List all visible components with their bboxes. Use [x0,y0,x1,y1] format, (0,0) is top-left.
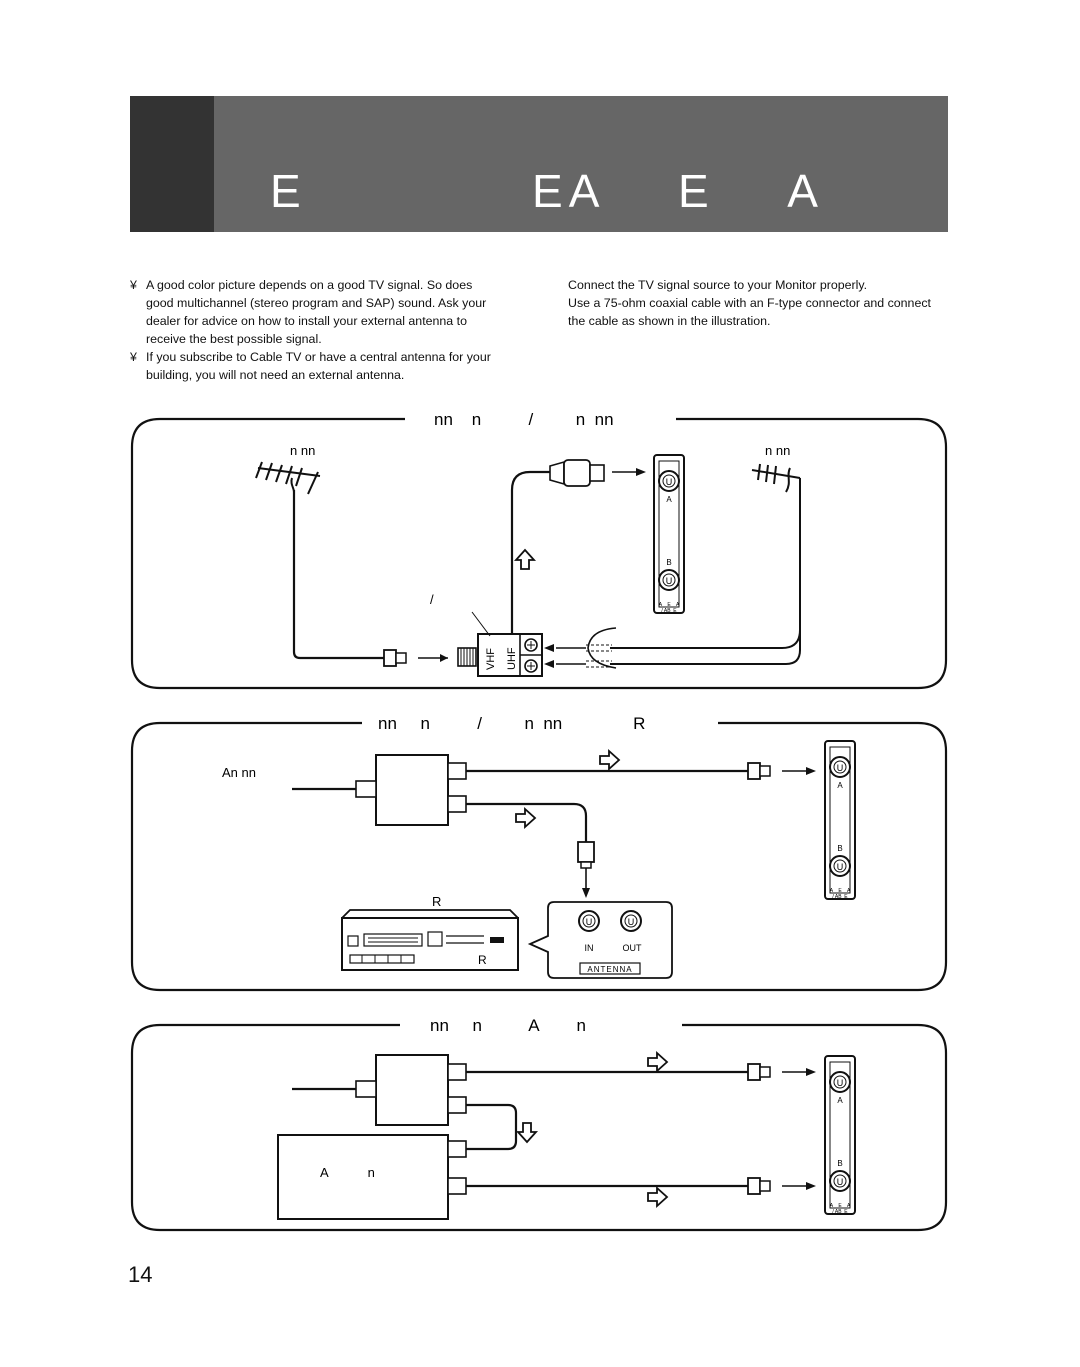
vcr-in-label: IN [585,943,594,953]
panel-antenna-vcr: nn n / n nn R An nn U [130,714,948,992]
terminal-label: B [837,844,842,853]
terminal-label: U [666,477,673,487]
bullet-item: ¥ If you subscribe to Cable TV or have a … [130,348,500,384]
terminal-label: A [837,1096,843,1105]
cable-box-label: A n [320,1165,375,1180]
terminal-label: A [837,781,843,790]
vcr-rear-panel: U U IN OUT ANTENNA [527,901,673,979]
vcr-icon: R [341,909,519,971]
terminal-label: A E A [830,1203,851,1209]
bullet-text: A good color picture depends on a good T… [146,278,487,346]
terminal-label: A E A [830,888,851,894]
vhf-antenna-icon [255,461,321,495]
page-title: E EA E A [270,165,824,217]
banner [214,96,948,232]
f-connector-icon [577,841,595,869]
intro-line: Connect the TV signal source to your Mon… [568,278,868,292]
up-arrow-icon [513,548,537,570]
right-arrow-icon [647,1052,668,1072]
coax-plug-icon [549,459,605,487]
panel-frame [130,417,948,690]
terminal-label: U [837,1078,844,1088]
terminal-label: / AB E [661,608,677,614]
bullet-mark: ¥ [130,278,137,292]
threaded-plug-icon [457,647,477,667]
antenna-terminal: U A B U A E A / AB E [653,454,685,614]
vcr-front-label: R [478,953,487,967]
signal-splitter [355,754,467,826]
page-number: 14 [128,1262,153,1287]
uhf-label: UHF [506,647,518,670]
right-arrow-icon [599,750,620,770]
bullet-list: ¥ A good color picture depends on a good … [130,276,500,384]
panel-title: nn n A n [430,1016,586,1035]
panel-cable-box: nn n A n A n [130,1016,948,1232]
panel-title: nn n / n nn [434,410,614,429]
vhf-uhf-combiner: VHF UHF [477,633,543,677]
terminal-label: U [837,1177,844,1187]
bullet-text: If you subscribe to Cable TV or have a c… [146,350,491,382]
f-connector-icon [747,1063,771,1081]
antenna-label: n nn [765,443,790,458]
terminal-label: U [837,862,844,872]
panel-frame [130,1023,948,1232]
down-arrow-icon [515,1122,539,1144]
cable-box: A n [277,1134,467,1220]
terminal-label: A E A [659,602,680,608]
f-connector-icon [747,762,771,780]
jack-label: U [586,917,593,927]
uhf-antenna-icon [751,463,801,493]
right-arrow-icon [515,808,536,828]
terminal-label: U [837,763,844,773]
terminal-label: B [837,1159,842,1168]
intro-text: Connect the TV signal source to your Mon… [568,276,934,330]
panel-title: nn n / n nn R [378,714,645,733]
terminal-label: U [666,576,673,586]
jack-label: U [628,917,635,927]
antenna-terminal: U A B U A E A / AB E [824,740,856,900]
slash-label: / [430,592,434,607]
terminal-label: / AB E [832,894,848,900]
vhf-label: VHF [485,648,497,670]
vcr-out-label: OUT [623,943,643,953]
terminal-label: A [666,495,672,504]
bullet-item: ¥ A good color picture depends on a good … [130,276,500,348]
f-connector-icon [747,1177,771,1195]
terminal-label: B [666,558,671,567]
bullet-mark: ¥ [130,350,137,364]
signal-splitter [355,1054,467,1126]
banner-accent-block [130,96,214,232]
f-connector-icon [383,649,407,667]
right-arrow-icon [647,1187,668,1207]
panel-outdoor-antenna: nn n / n nn n nn n nn [130,410,948,690]
vcr-antenna-label: ANTENNA [587,965,632,974]
intro-line: Use a 75-ohm coaxial cable with an F-typ… [568,296,931,328]
antenna-label: n nn [290,443,315,458]
antenna-label: An nn [222,765,256,780]
panel-frame [130,721,948,992]
antenna-terminal: U A B U A E A / AB E [824,1055,856,1215]
vcr-label: R [432,894,441,909]
terminal-label: / AB E [832,1209,848,1215]
